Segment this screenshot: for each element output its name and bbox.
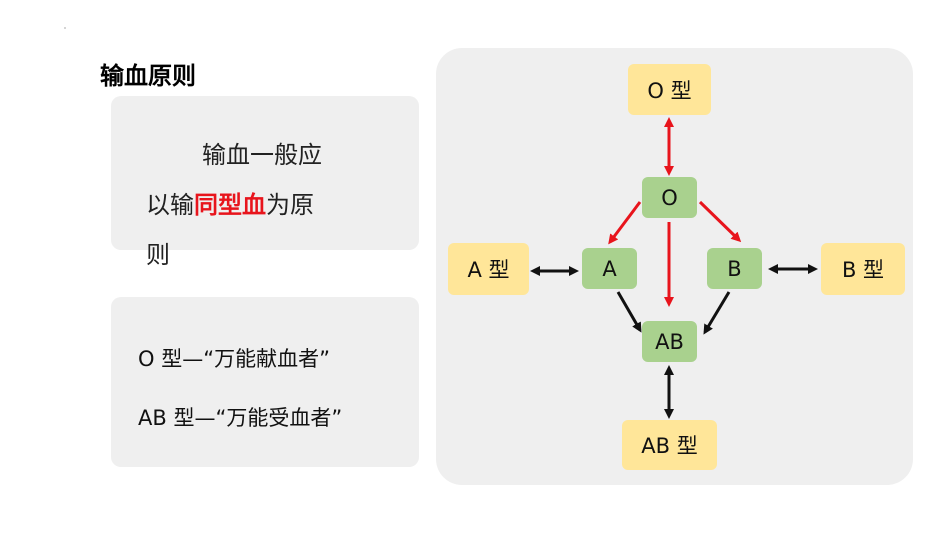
arrow-b-ab xyxy=(703,291,731,335)
types-card xyxy=(111,297,419,467)
principle-highlight: 同型血 xyxy=(194,191,266,219)
principle-text: 输血一般应 以输同型血为原 则 xyxy=(146,130,356,280)
principle-line-1: 输血一般应 xyxy=(146,130,356,180)
donor-b-type-box: B 型 xyxy=(821,243,905,295)
decorative-dot xyxy=(64,27,66,29)
principle-line-1-text: 输血一般应 xyxy=(202,141,322,169)
principle-line-2-suffix: 为原 xyxy=(266,191,314,219)
principle-line-3: 则 xyxy=(146,241,170,269)
arrow-o-b xyxy=(698,200,742,243)
universal-recipient-text: AB 型—“万能受血者” xyxy=(138,406,343,430)
node-a: A xyxy=(582,248,637,289)
node-b: B xyxy=(707,248,762,289)
arrow-o-a xyxy=(608,201,642,245)
universal-donor-text: O 型—“万能献血者” xyxy=(138,347,330,371)
principle-line-2: 以输同型血为原 xyxy=(146,180,356,230)
page-title: 输血原则 xyxy=(100,62,196,90)
donor-a-type-box: A 型 xyxy=(448,243,529,295)
node-o: O xyxy=(642,177,697,218)
principle-line-2-prefix: 以输 xyxy=(146,191,194,219)
node-ab: AB xyxy=(642,321,697,362)
arrow-a-ab xyxy=(616,291,642,333)
donor-ab-type-box: AB 型 xyxy=(622,420,717,470)
donor-o-type-box: O 型 xyxy=(628,64,711,115)
principle-card xyxy=(111,96,419,250)
